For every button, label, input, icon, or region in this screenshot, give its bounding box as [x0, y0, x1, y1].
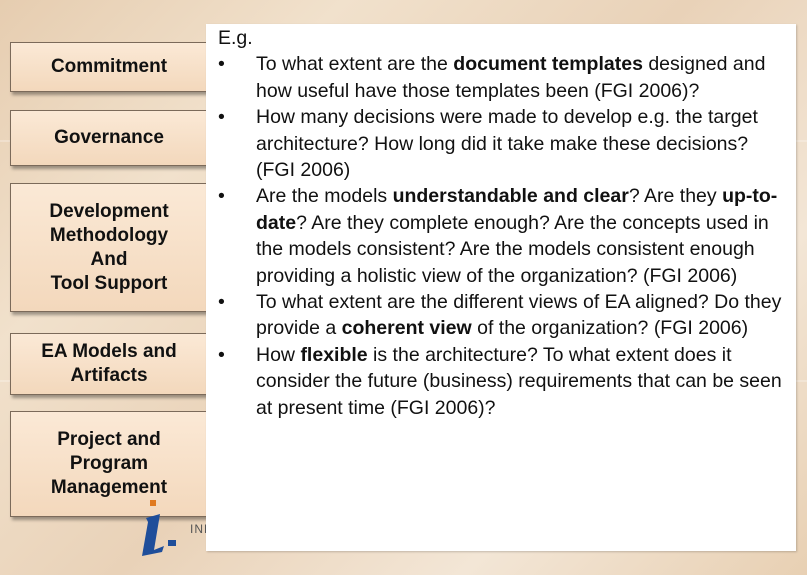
callout-content: E.g. • To what extent are the document t… — [218, 25, 790, 421]
bullet-icon: • — [218, 106, 225, 129]
university-logo — [142, 500, 176, 556]
question-item: • To what extent are the different views… — [218, 291, 782, 340]
bullet-icon: • — [218, 185, 225, 208]
box-commitment: Commitment — [10, 42, 208, 92]
box-project-program: Project and Program Management — [10, 411, 208, 517]
bullet-icon: • — [218, 53, 225, 76]
question-list: • To what extent are the document templa… — [218, 51, 790, 421]
bullet-icon: • — [218, 291, 225, 314]
logo-mark — [142, 514, 164, 556]
logo-dash — [168, 540, 176, 546]
bullet-icon: • — [218, 343, 225, 366]
callout-panel — [206, 24, 796, 551]
box-development-methodology: Development Methodology And Tool Support — [10, 183, 208, 312]
box-ea-models: EA Models and Artifacts — [10, 333, 208, 395]
question-item: • How many decisions were made to develo… — [218, 106, 758, 182]
logo-accent — [150, 500, 156, 506]
question-item: • Are the models understandable and clea… — [218, 185, 778, 287]
logo-text: INF — [190, 522, 213, 536]
box-governance: Governance — [10, 110, 208, 166]
callout-intro: E.g. — [218, 27, 253, 49]
question-item: • How flexible is the architecture? To w… — [218, 343, 782, 419]
question-item: • To what extent are the document templa… — [218, 53, 766, 102]
